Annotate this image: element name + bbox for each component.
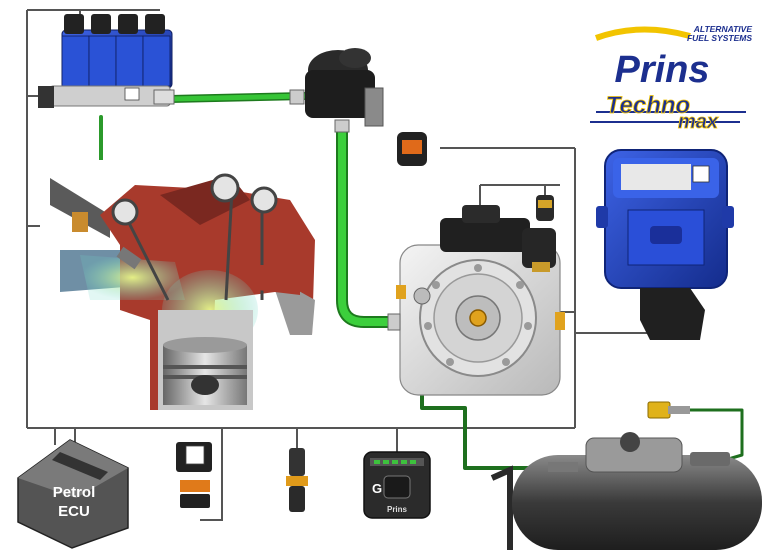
product-name-line2: max: [678, 111, 719, 133]
sensor-connector: [286, 448, 308, 512]
petrol-ecu-label-line1: Petrol: [53, 484, 96, 501]
brand-name: Prins: [614, 49, 709, 91]
injector-emulator: [176, 442, 212, 508]
fuel-switch-brand: Prins: [387, 505, 408, 514]
engine-cutaway: [40, 160, 315, 415]
lpg-tank: [490, 432, 762, 550]
fuel-switch: G Prins: [363, 451, 431, 519]
map-sensor: [397, 132, 427, 166]
injector-rail: [38, 14, 175, 108]
petrol-ecu: Petrol ECU: [17, 439, 129, 549]
wiring-harness: [26, 9, 652, 521]
brand-logo: ALTERNATIVE FUEL SYSTEMS Prins Techno ma…: [590, 24, 752, 133]
lpg-ecu: [596, 149, 734, 340]
product-name-line1: Techno: [606, 92, 690, 119]
petrol-ecu-label-line2: ECU: [58, 503, 90, 520]
fuel-switch-letter: G: [372, 481, 382, 496]
reducer: [387, 195, 565, 396]
level-sender: [647, 401, 690, 419]
brand-tagline-line1: ALTERNATIVE: [693, 24, 753, 34]
brand-tagline-line2: FUEL SYSTEMS: [687, 33, 752, 43]
solenoid-valve: [289, 48, 384, 133]
